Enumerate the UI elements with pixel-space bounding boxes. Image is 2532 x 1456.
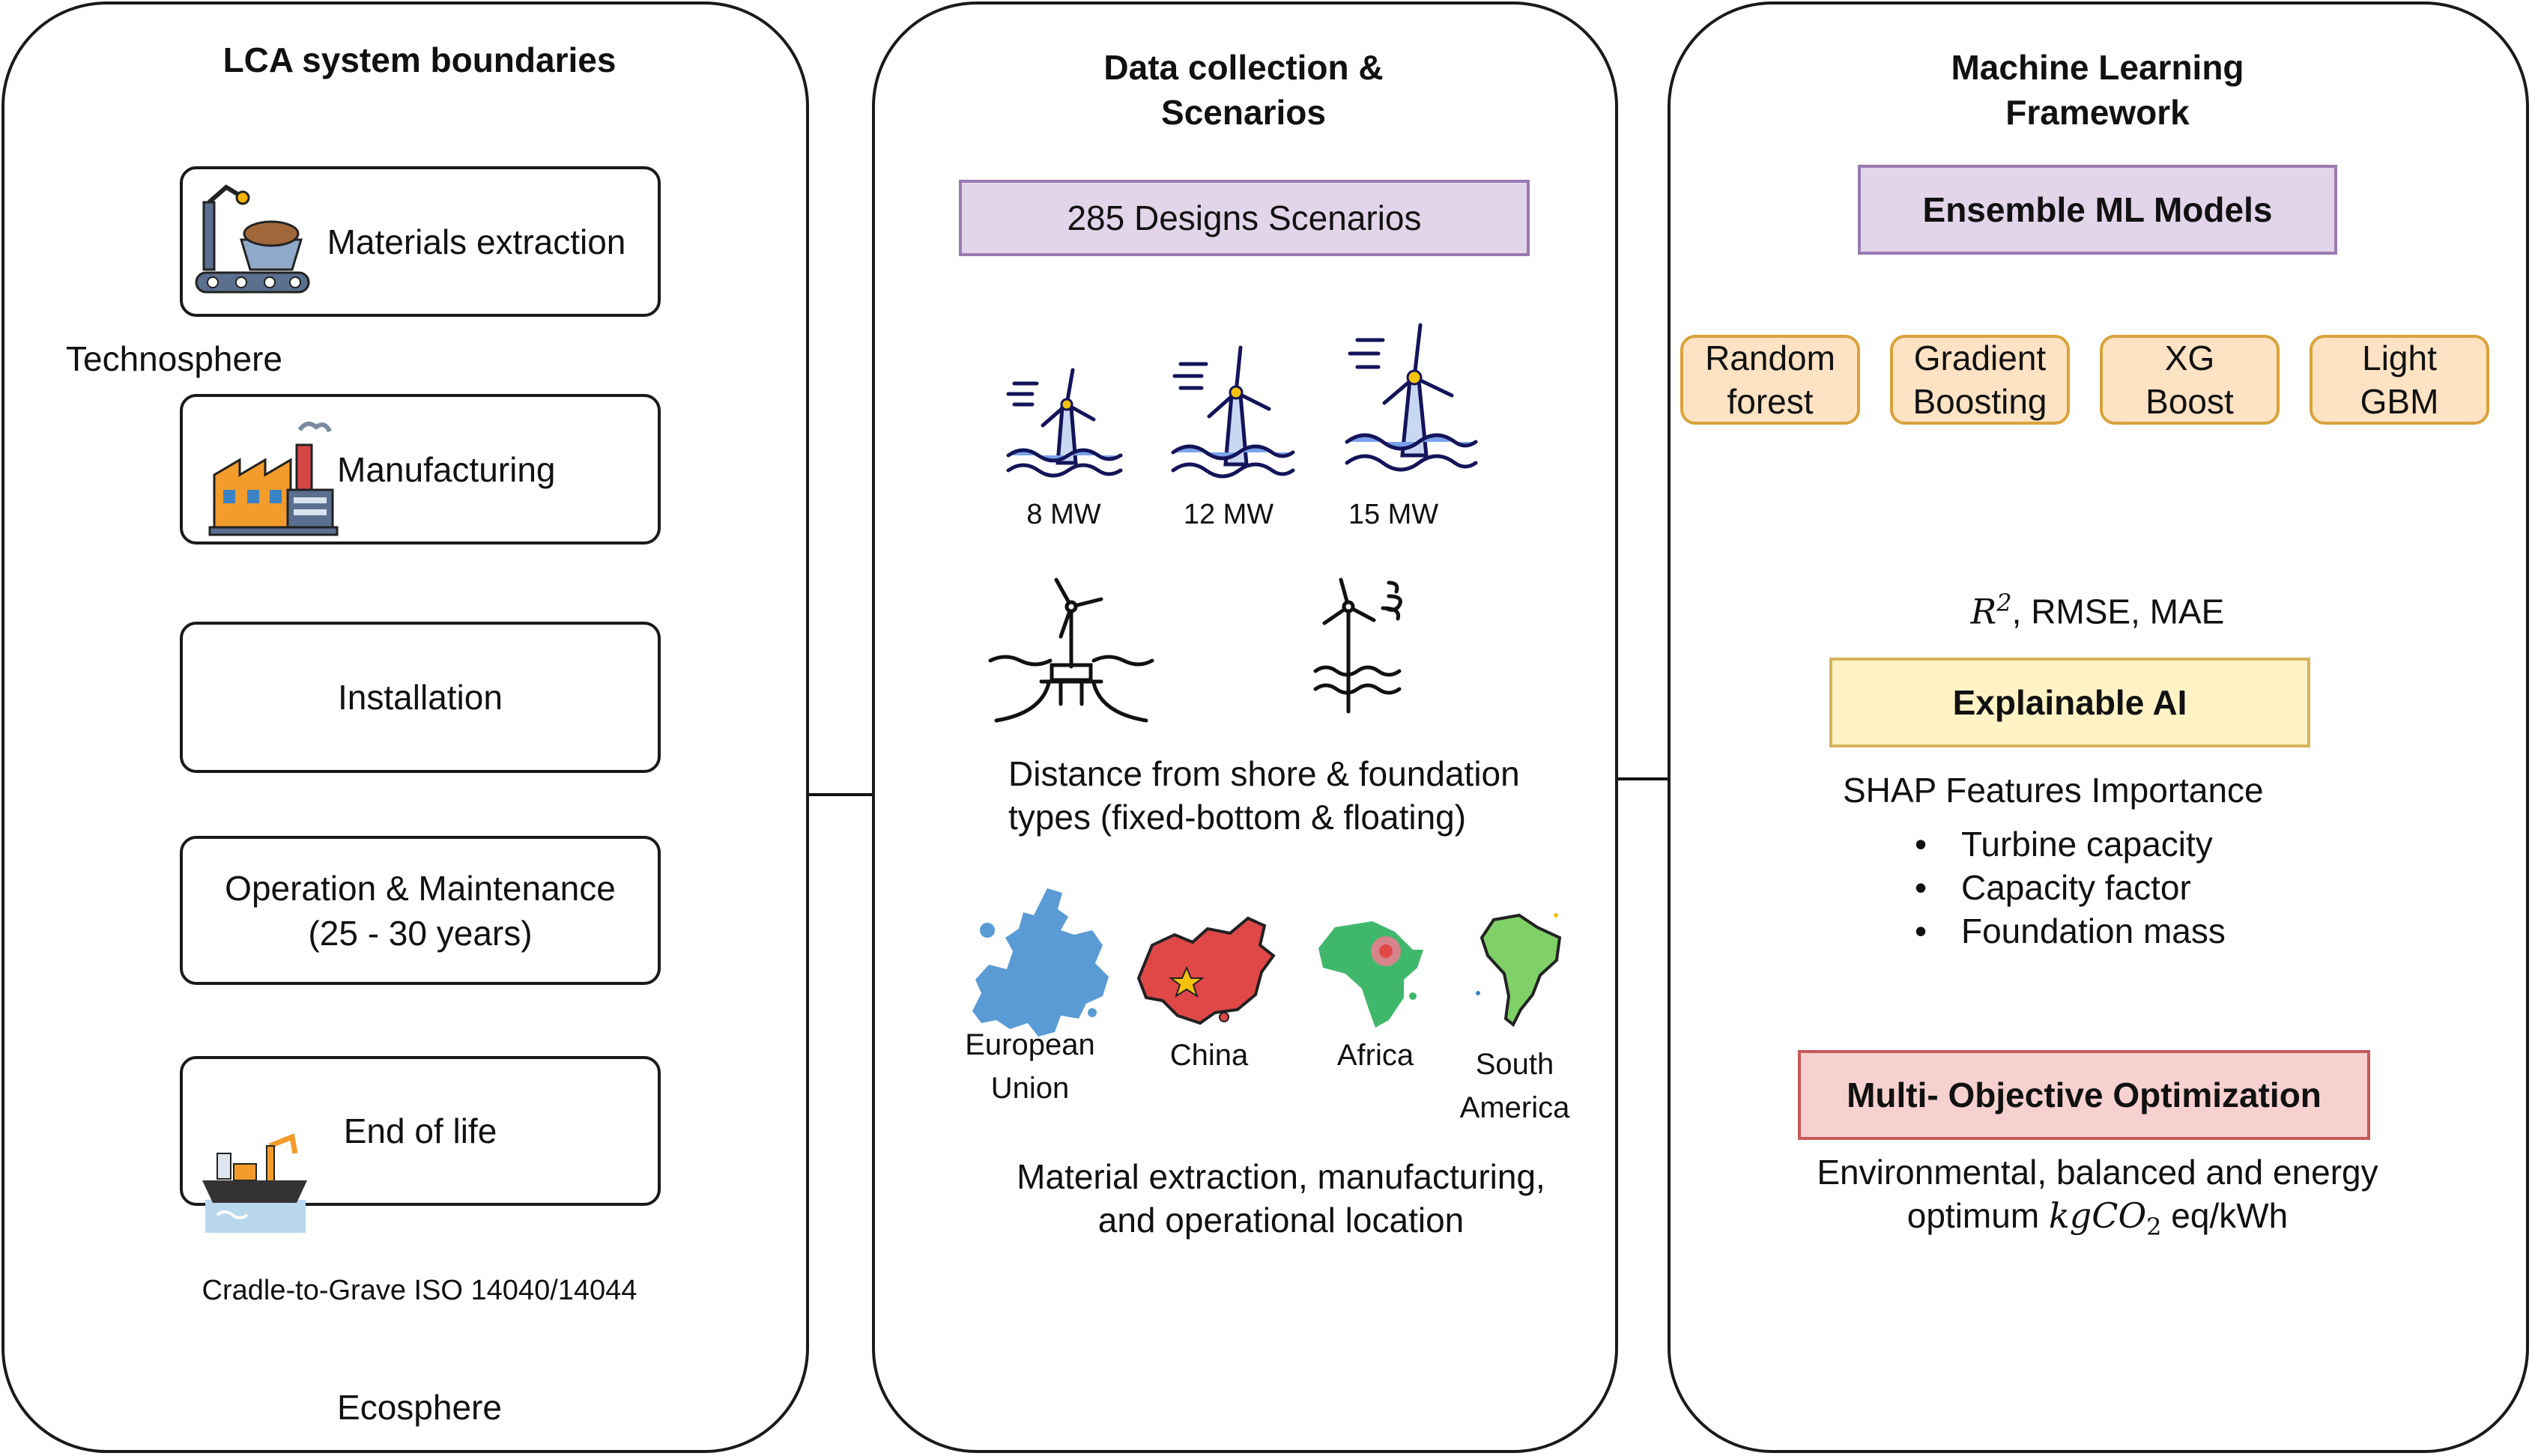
floating-foundation-icon <box>988 577 1154 723</box>
wind-turbine-15mw-icon <box>1345 323 1478 472</box>
explainable-ai-box: Explainable AI <box>1829 658 2310 747</box>
stage-label: Materials extraction <box>327 222 626 261</box>
designs-label: 285 Designs Scenarios <box>1067 198 1422 237</box>
stage-label: End of life <box>343 1111 497 1150</box>
metric-r-superscript: 2 <box>1996 589 2012 617</box>
model-label-line1: Random <box>1705 339 1835 377</box>
moo-label: Multi- Objective Optimization <box>1847 1076 2321 1114</box>
mining-conveyor-icon <box>195 184 310 294</box>
stage-label: Manufacturing <box>337 449 556 489</box>
metric-rest: , RMSE, MAE <box>2011 592 2225 631</box>
model-label-line2: Boost <box>2145 382 2234 421</box>
moo-text-line2: optimum kgCO2 eq/kWh <box>1715 1194 2480 1249</box>
data-title-line2: Scenarios <box>1161 93 1326 132</box>
turbine-label-15mw: 15 MW <box>1348 499 1439 530</box>
lca-title: LCA system boundaries <box>222 40 617 79</box>
moo-text-line1: Environmental, balanced and energy <box>1817 1153 2378 1192</box>
wind-turbine-8mw-icon <box>1006 368 1123 478</box>
turbine-label-8mw: 8 MW <box>1026 499 1101 530</box>
location-text-line2: and operational location <box>1097 1201 1465 1240</box>
model-xgboost: XG Boost <box>2100 335 2280 425</box>
designs-scenarios-box: 285 Designs Scenarios <box>959 180 1530 256</box>
moo-post: eq/kWh <box>2161 1196 2289 1235</box>
distance-foundation-text-line1: Distance from shore & foundation <box>1008 754 1520 793</box>
wind-turbine-12mw-icon <box>1171 345 1295 479</box>
turbine-label-12mw: 12 MW <box>1183 499 1274 530</box>
multi-objective-optimization-box: Multi- Objective Optimization <box>1798 1050 2370 1140</box>
ml-title-line2: Framework <box>2005 93 2190 132</box>
feature-capacity-factor: Capacity factor <box>1915 866 2191 909</box>
factory-icon <box>208 421 339 536</box>
model-lightgbm: Light GBM <box>2310 335 2489 425</box>
stage-label: Installation <box>338 678 503 717</box>
model-label-line2: forest <box>1727 382 1814 421</box>
model-label-line1: Light <box>2362 339 2437 377</box>
feature-turbine-capacity: Turbine capacity <box>1915 822 2213 866</box>
model-label-line1: Gradient <box>1913 339 2047 377</box>
china-map-icon <box>1136 916 1276 1025</box>
moo-math-sub: 2 <box>2146 1213 2162 1242</box>
distance-foundation-text-line2: types (fixed-bottom & floating) <box>1008 798 1467 837</box>
ensemble-label: Ensemble ML Models <box>1922 190 2273 229</box>
ensemble-ml-models-box: Ensemble ML Models <box>1858 165 2337 255</box>
region-label-africa: Africa <box>1336 1039 1414 1072</box>
stage-installation: Installation <box>180 622 661 773</box>
region-label-eu-line1: European <box>965 1028 1095 1061</box>
stage-label-line2: (25 - 30 years) <box>308 913 533 953</box>
region-label-sa-line1: South <box>1475 1048 1554 1081</box>
feature-foundation-mass: Foundation mass <box>1915 909 2226 953</box>
moo-math-kgco: kgCO <box>2048 1195 2147 1236</box>
region-label-china: China <box>1169 1039 1249 1072</box>
metrics-label: R2, RMSE, MAE <box>1873 581 2322 633</box>
metric-r: R <box>1970 591 1997 632</box>
ecosphere-label: Ecosphere <box>337 1388 502 1427</box>
location-text-line1: Material extraction, manufacturing, <box>1017 1157 1545 1196</box>
data-title-line1: Data collection & <box>1103 48 1384 87</box>
region-label-sa-line2: America <box>1459 1091 1570 1124</box>
stage-label-line1: Operation & Maintenance <box>225 868 616 908</box>
region-label-eu-line2: Union <box>990 1072 1070 1105</box>
shap-label: SHAP Features Importance <box>1843 771 2264 810</box>
cradle-to-grave-label: Cradle-to-Grave ISO 14040/14044 <box>202 1275 637 1306</box>
ml-title-line1: Machine Learning <box>1951 48 2244 87</box>
model-label-line2: Boosting <box>1912 382 2047 421</box>
africa-map-icon <box>1318 921 1423 1028</box>
xai-label: Explainable AI <box>1952 683 2187 722</box>
technosphere-label: Technosphere <box>66 339 282 378</box>
model-random-forest: Random forest <box>1680 335 1860 425</box>
south-america-map-icon <box>1476 913 1562 1028</box>
model-gradient-boosting: Gradient Boosting <box>1890 335 2070 425</box>
model-label-line2: GBM <box>2360 382 2439 421</box>
fixed-bottom-foundation-icon <box>1313 577 1402 714</box>
stage-operation-maintenance: Operation & Maintenance (25 - 30 years) <box>180 836 661 985</box>
ship-decommission-icon <box>202 1133 307 1233</box>
european-union-map-icon <box>972 888 1109 1037</box>
model-label-line1: XG <box>2164 339 2215 377</box>
moo-pre: optimum <box>1906 1196 2049 1235</box>
